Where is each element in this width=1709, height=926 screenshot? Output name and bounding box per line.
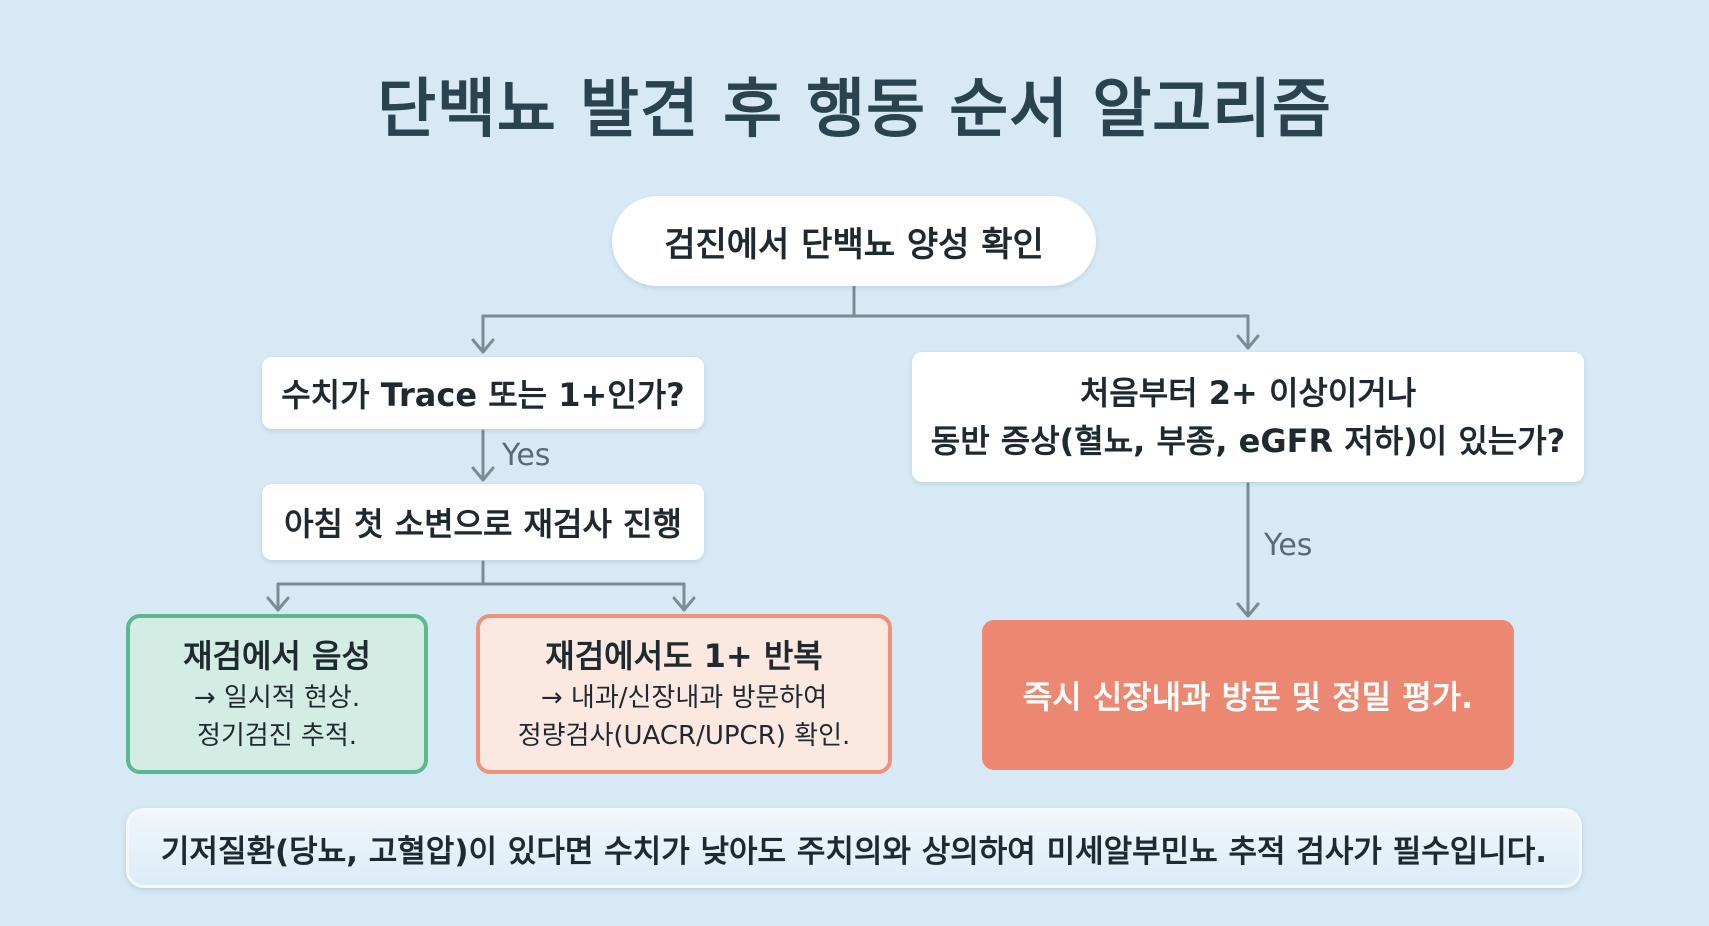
urgent-referral-label: 즉시 신장내과 방문 및 정밀 평가. [1022,678,1474,716]
arrowhead-retest [471,466,495,482]
retest-node: 아침 첫 소변으로 재검사 진행 [262,484,704,560]
question-severe-line2: 동반 증상(혈뇨, 부종, eGFR 저하)이 있는가? [930,422,1566,460]
question-severe-node: 처음부터 2+ 이상이거나 동반 증상(혈뇨, 부종, eGFR 저하)이 있는… [912,352,1584,482]
urgent-referral-node: 즉시 신장내과 방문 및 정밀 평가. [982,620,1514,770]
arrowhead-repeat-positive [672,596,696,612]
start-node: 검진에서 단백뇨 양성 확인 [612,196,1096,286]
footer-note-text: 기저질환(당뇨, 고혈압)이 있다면 수치가 낮아도 주치의와 상의하여 미세알… [160,833,1548,870]
repeat-positive-head: 재검에서도 1+ 반복 [545,637,823,675]
question-trace-node: 수치가 Trace 또는 1+인가? [262,357,704,429]
repeat-positive-node: 재검에서도 1+ 반복 → 내과/신장내과 방문하여 정량검사(UACR/UPC… [476,614,892,774]
footer-note: 기저질환(당뇨, 고혈압)이 있다면 수치가 낮아도 주치의와 상의하여 미세알… [126,808,1582,888]
retest-label: 아침 첫 소변으로 재검사 진행 [284,505,682,543]
negative-result-head: 재검에서 음성 [183,637,371,675]
page-title: 단백뇨 발견 후 행동 순서 알고리즘 [377,73,1332,147]
repeat-positive-line2: 정량검사(UACR/UPCR) 확인. [517,721,851,751]
start-node-label: 검진에서 단백뇨 양성 확인 [664,224,1044,265]
negative-result-line1: → 일시적 현상. [193,683,361,713]
yes-label-left: Yes [502,438,551,473]
negative-result-line2: 정기검진 추적. [196,721,358,751]
question-severe-line1: 처음부터 2+ 이상이거나 [1079,374,1417,412]
question-trace-label: 수치가 Trace 또는 1+인가? [281,376,685,414]
arrowhead-urgent [1236,602,1260,618]
arrowhead-negative [266,596,290,612]
negative-result-node: 재검에서 음성 → 일시적 현상. 정기검진 추적. [126,614,428,774]
repeat-positive-line1: → 내과/신장내과 방문하여 [540,683,828,713]
yes-label-right: Yes [1264,528,1313,563]
arrowhead-question-trace [471,338,495,354]
arrowhead-question-severe [1236,334,1260,350]
